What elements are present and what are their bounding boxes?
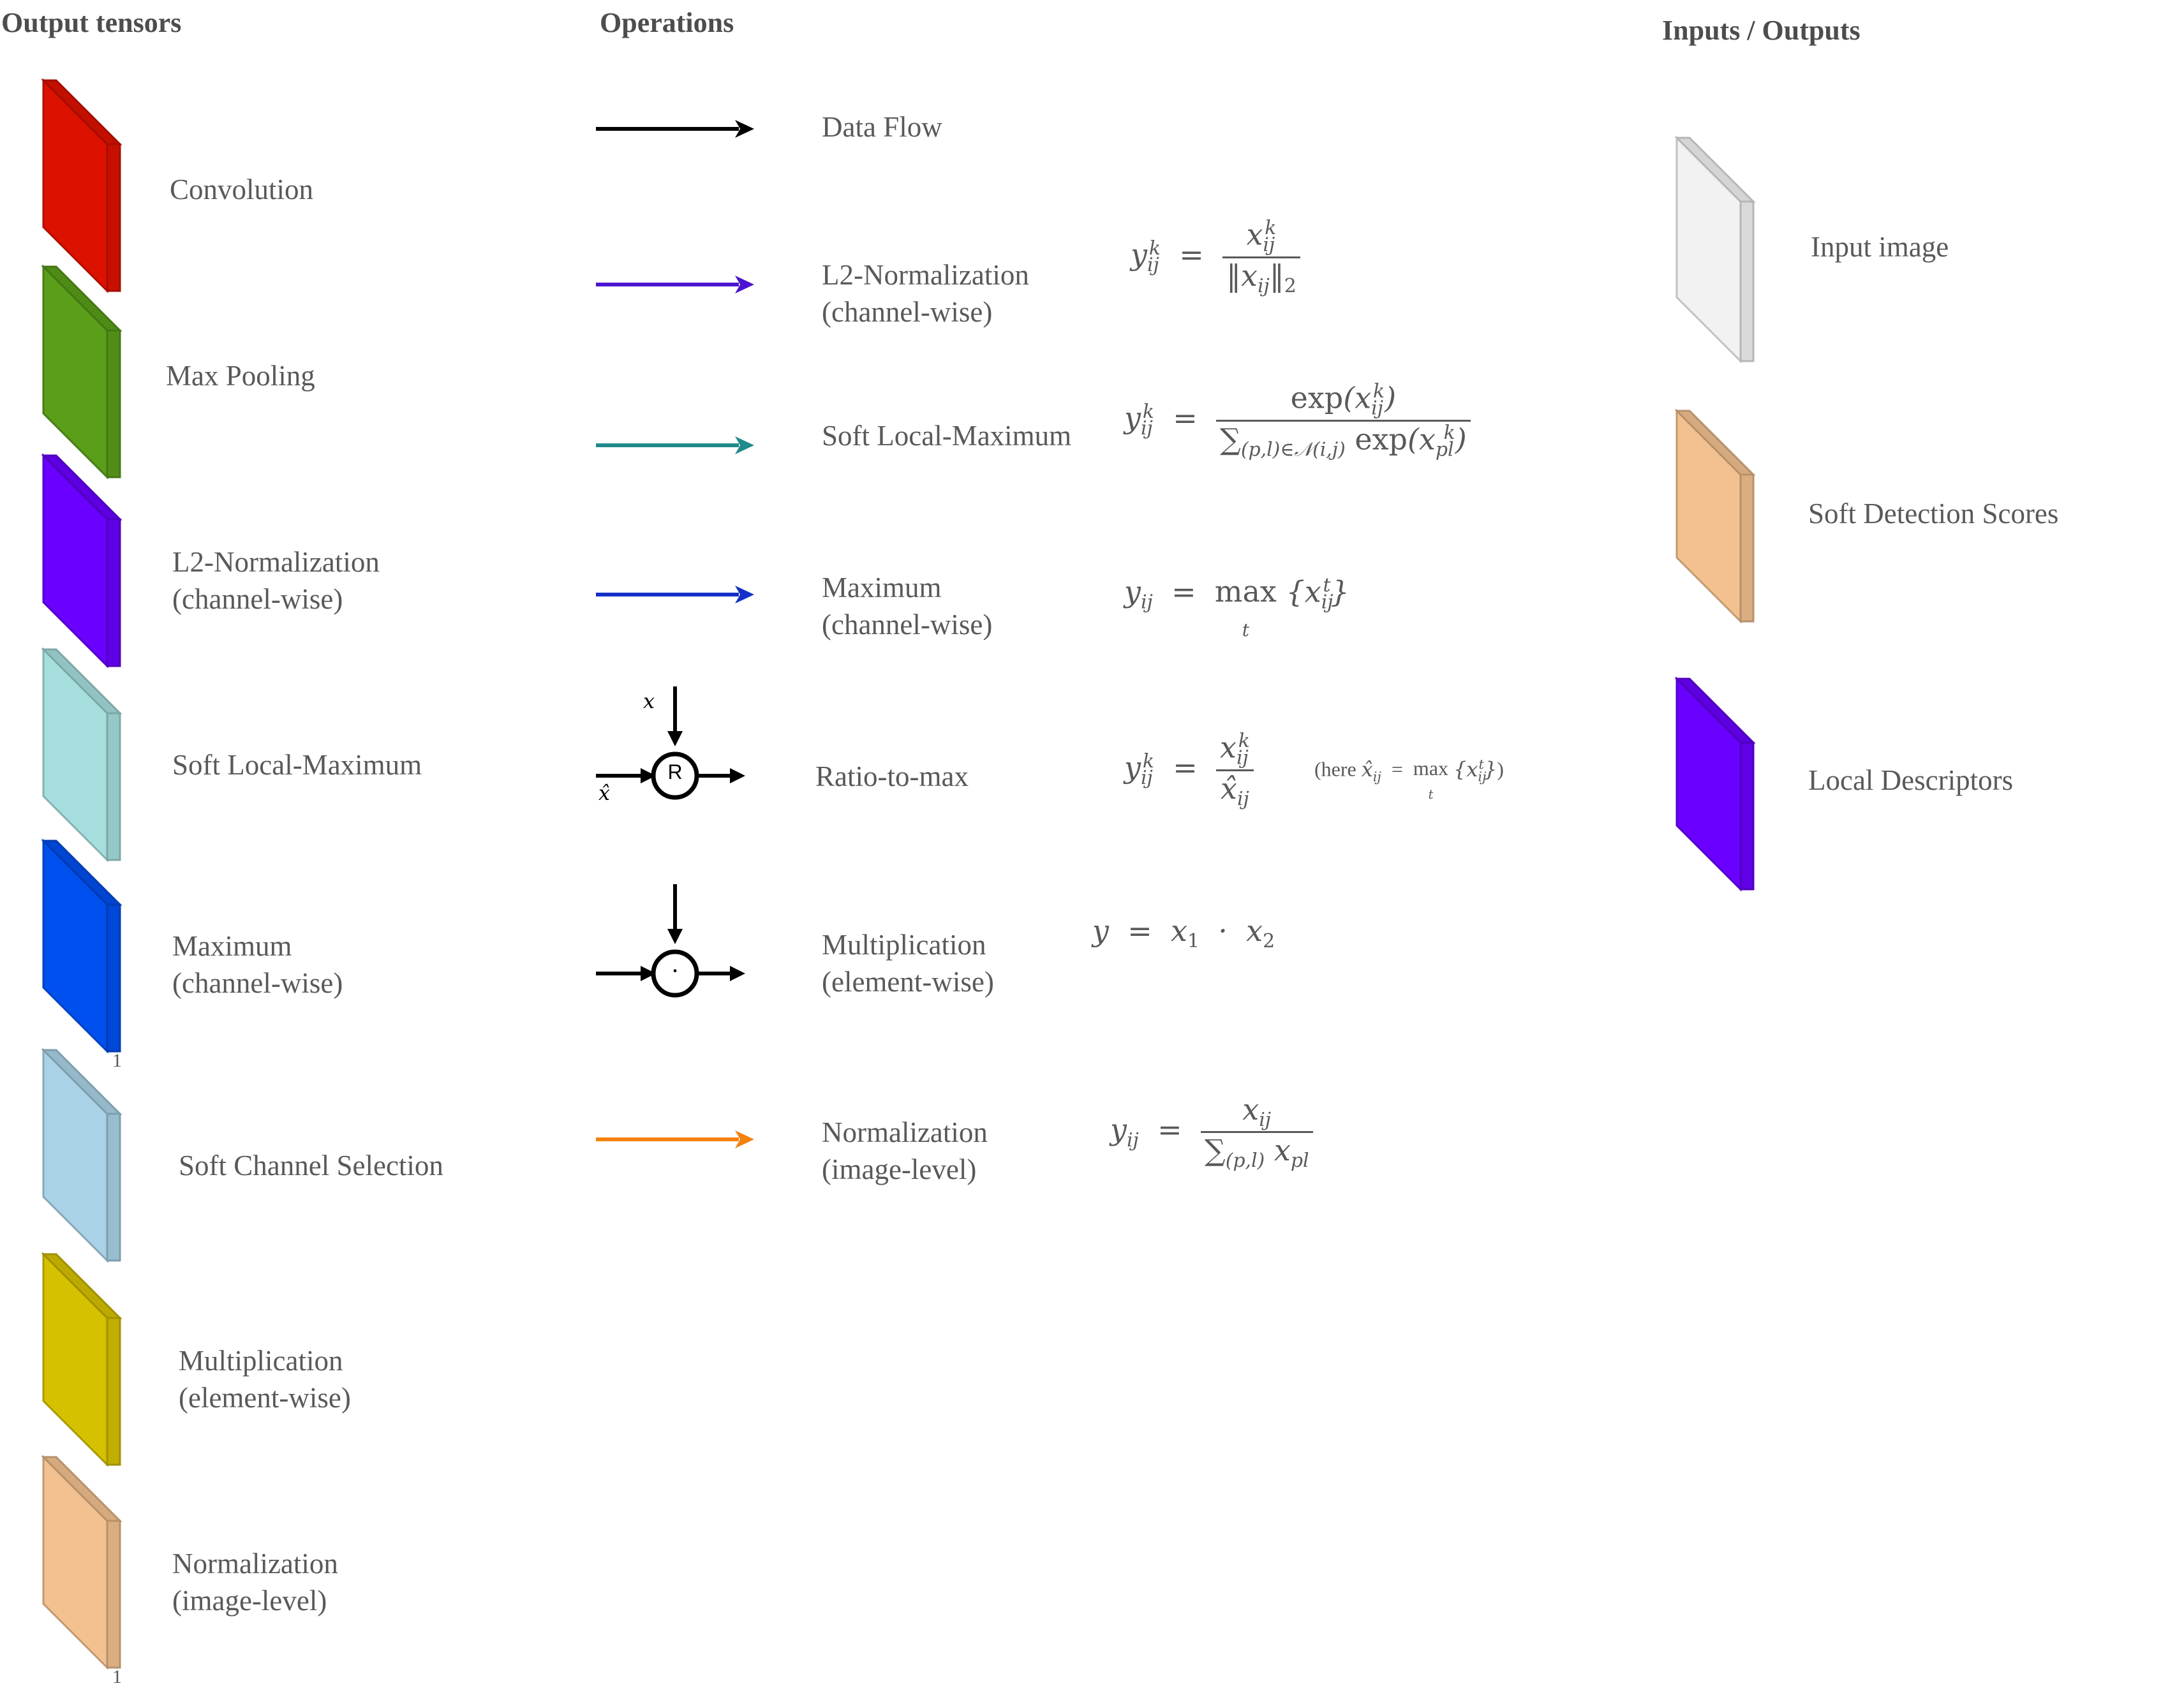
ratio-input-left-label: x̂	[598, 781, 611, 805]
exp-word-1: exp	[1290, 380, 1344, 415]
tensor-label-maximum-line2: (channel-wise)	[172, 967, 343, 999]
header-operations: Operations	[600, 7, 734, 38]
tensor-label-maximum-line1: Maximum	[172, 930, 292, 962]
multiplication-node-symbol: ·	[671, 956, 680, 985]
ratio-input-top-label: x	[643, 689, 655, 713]
io-local-descriptors-icon	[1674, 676, 1756, 892]
tensor-normalization-footnote: 1	[112, 1666, 122, 1687]
op-label-maximum-line2: (channel-wise)	[822, 609, 993, 640]
tensor-multiplication-icon	[41, 1252, 123, 1467]
tensor-convolution-icon	[41, 78, 123, 293]
io-label-input-image: Input image	[1811, 231, 1949, 263]
op-label-l2-normalization: L2-Normalization (channel-wise)	[822, 256, 1029, 330]
tensor-label-soft-channel-selection: Soft Channel Selection	[179, 1150, 443, 1181]
tensor-label-normalization: Normalization (image-level)	[172, 1545, 338, 1619]
io-label-local-descriptors: Local Descriptors	[1808, 764, 2014, 796]
io-soft-detection-scores-icon	[1674, 408, 1756, 624]
ratio-to-max-node-icon	[596, 686, 745, 800]
ratio-note-suffix: )	[1497, 757, 1504, 781]
ratio-note-prefix: (here	[1314, 757, 1362, 781]
tensor-soft-channel-selection-icon	[41, 1048, 123, 1263]
arrow-normalization-icon	[596, 1130, 754, 1148]
op-label-maximum-line1: Maximum	[822, 572, 942, 603]
tensor-label-multiplication-line1: Multiplication	[179, 1345, 343, 1377]
tensor-label-multiplication-line2: (element-wise)	[179, 1382, 351, 1414]
arrow-l2-normalization-icon	[596, 276, 754, 293]
tensor-l2-normalization-icon	[41, 453, 123, 669]
max-word-1: max	[1214, 574, 1277, 609]
tensor-label-convolution: Convolution	[170, 174, 314, 205]
tensor-label-maximum: Maximum (channel-wise)	[172, 928, 343, 1002]
op-label-multiplication-line1: Multiplication	[822, 929, 986, 961]
tensor-maximum-footnote: 1	[112, 1050, 122, 1071]
op-label-data-flow: Data Flow	[822, 111, 942, 143]
op-label-multiplication: Multiplication (element-wise)	[822, 926, 994, 1000]
op-label-soft-local-maximum: Soft Local-Maximum	[822, 420, 1072, 452]
op-label-normalization-line2: (image-level)	[822, 1153, 977, 1185]
tensor-maximum-icon	[41, 838, 123, 1054]
io-label-soft-detection-scores: Soft Detection Scores	[1808, 498, 2059, 529]
tensor-label-multiplication: Multiplication (element-wise)	[179, 1342, 351, 1416]
header-inputs-outputs: Inputs / Outputs	[1662, 15, 1861, 46]
tensor-label-l2-normalization: L2-Normalization (channel-wise)	[172, 544, 380, 618]
op-label-normalization: Normalization (image-level)	[822, 1114, 988, 1188]
op-label-normalization-line1: Normalization	[822, 1116, 988, 1148]
exp-word-2: exp	[1355, 421, 1408, 456]
eq-multiplication: y = x1 · x2	[1092, 914, 1275, 953]
multiplication-node-icon	[596, 884, 745, 998]
tensor-label-normalization-line2: (image-level)	[172, 1585, 327, 1617]
ratio-node-symbol: R	[667, 760, 683, 783]
tensor-label-soft-local-maximum: Soft Local-Maximum	[172, 749, 422, 781]
op-label-l2-normalization-line1: L2-Normalization	[822, 259, 1029, 291]
tensor-normalization-icon	[41, 1455, 123, 1670]
max-word-2: max	[1413, 757, 1449, 780]
op-label-maximum: Maximum (channel-wise)	[822, 569, 992, 643]
tensor-label-normalization-line1: Normalization	[172, 1548, 338, 1580]
io-input-image-icon	[1674, 135, 1756, 364]
op-label-l2-normalization-line2: (channel-wise)	[822, 296, 993, 328]
tensor-label-l2-normalization-line1: L2-Normalization	[172, 546, 380, 578]
arrow-data-flow-icon	[596, 120, 754, 138]
tensor-label-l2-normalization-line2: (channel-wise)	[172, 583, 343, 615]
eq-l2-normalization: yijk = xijk‖xij‖2	[1131, 217, 1300, 297]
arrow-soft-local-maximum-icon	[596, 436, 754, 454]
op-label-ratio-to-max: Ratio-to-max	[815, 760, 969, 792]
header-output-tensors: Output tensors	[1, 7, 182, 38]
op-label-multiplication-line2: (element-wise)	[822, 966, 994, 998]
eq-normalization: yij = xij∑(p,l) xpl	[1110, 1092, 1313, 1172]
tensor-max-pooling-icon	[41, 264, 123, 480]
eq-soft-local-maximum: yijk = exp(xijk) ∑(p,l)∈𝒩(i,j) exp(xplk)	[1124, 380, 1471, 461]
tensor-soft-local-maximum-icon	[41, 647, 123, 863]
arrow-maximum-icon	[596, 586, 754, 603]
tensor-label-max-pooling: Max Pooling	[166, 360, 315, 392]
